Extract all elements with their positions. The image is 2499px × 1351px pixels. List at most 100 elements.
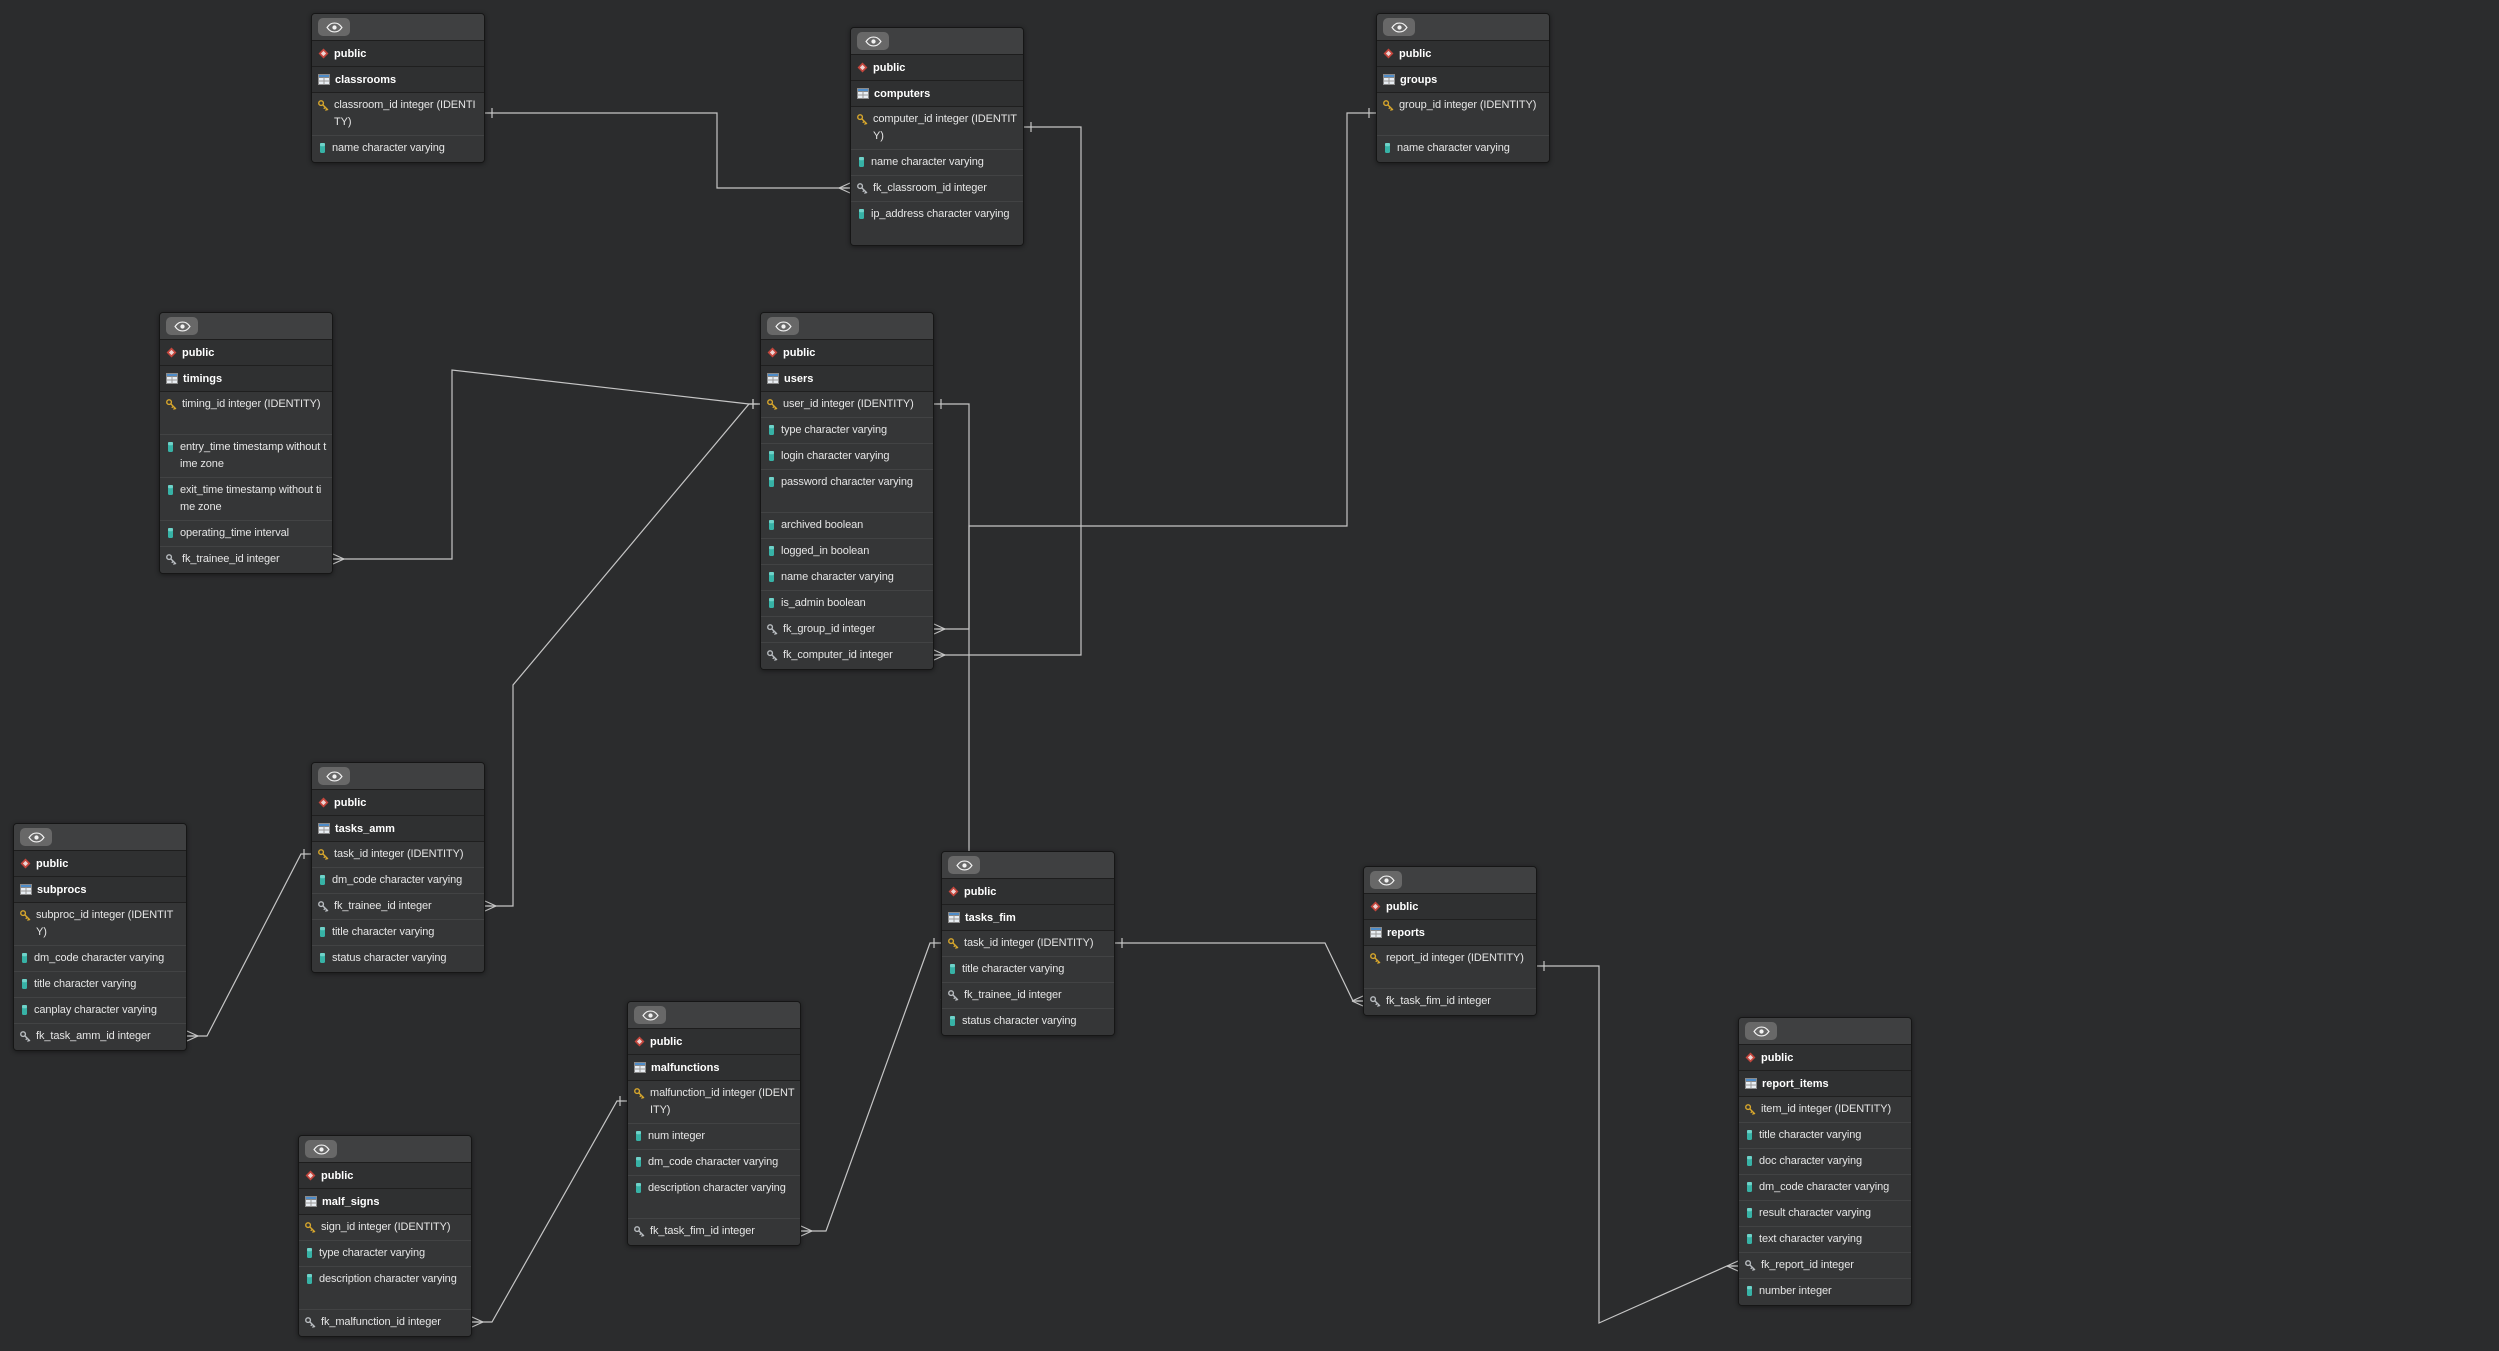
column-row: user_id integer (IDENTITY) [761, 392, 933, 418]
show-details-button[interactable] [1370, 871, 1402, 889]
column-row: status character varying [942, 1009, 1114, 1035]
many-marker [933, 649, 946, 656]
schema-name: public [650, 1035, 683, 1048]
relationship-line [1115, 942, 1363, 1002]
many-marker [186, 1030, 199, 1037]
column-icon [320, 953, 325, 963]
column-label: fk_group_id integer [783, 623, 876, 635]
primary-key-icon [318, 100, 329, 111]
column-row: name character varying [312, 136, 484, 162]
column-icon [859, 157, 864, 167]
table-icon [1383, 74, 1395, 85]
table-name-row: classrooms [312, 67, 484, 93]
primary-key-icon [767, 399, 778, 410]
column-label: fk_trainee_id integer [182, 553, 280, 565]
show-details-button[interactable] [634, 1006, 666, 1024]
column-label: classroom_id integer (IDENTITY) [334, 99, 476, 128]
show-details-button[interactable] [305, 1140, 337, 1158]
column-icon [320, 875, 325, 885]
schema-row: public [1377, 41, 1549, 67]
show-details-button[interactable] [767, 317, 799, 335]
table-icon [166, 373, 178, 384]
show-details-button[interactable] [20, 828, 52, 846]
show-details-button[interactable] [1383, 18, 1415, 36]
column-label: sign_id integer (IDENTITY) [321, 1221, 451, 1233]
column-row: type character varying [299, 1241, 471, 1267]
column-label: num integer [648, 1130, 705, 1142]
relationship-line [333, 369, 760, 560]
column-icon [1747, 1130, 1752, 1140]
eye-icon [864, 35, 882, 47]
column-row: archived boolean [761, 513, 933, 539]
many-marker [484, 900, 497, 907]
column-icon [769, 598, 774, 608]
foreign-key-icon [948, 990, 959, 1001]
column-row: password character varying [761, 470, 933, 513]
column-row: fk_report_id integer [1739, 1253, 1911, 1279]
column-label: title character varying [34, 978, 137, 990]
relationship-line [801, 942, 941, 1232]
column-label: user_id integer (IDENTITY) [783, 398, 914, 410]
node-toolbar [851, 28, 1023, 55]
show-details-button[interactable] [948, 856, 980, 874]
column-label: canplay character varying [34, 1004, 157, 1016]
schema-icon [1370, 901, 1381, 912]
many-marker [800, 1230, 813, 1237]
show-details-button[interactable] [166, 317, 198, 335]
schema-name: public [36, 857, 69, 870]
show-details-button[interactable] [1745, 1022, 1777, 1040]
table-node-malf_signs[interactable]: public malf_signs sign_id integer (IDENTIT… [298, 1135, 472, 1337]
column-icon [636, 1131, 641, 1141]
show-details-button[interactable] [318, 767, 350, 785]
table-name-row: reports [1364, 920, 1536, 946]
primary-key-icon [634, 1088, 645, 1099]
column-icon [1747, 1286, 1752, 1296]
schema-name: public [321, 1169, 354, 1182]
column-icon [320, 143, 325, 153]
foreign-key-icon [857, 183, 868, 194]
node-toolbar [1377, 14, 1549, 41]
column-row: fk_trainee_id integer [942, 983, 1114, 1009]
column-row: result character varying [1739, 1201, 1911, 1227]
eye-icon [774, 320, 792, 332]
many-marker [838, 187, 851, 194]
show-details-button[interactable] [318, 18, 350, 36]
column-label: logged_in boolean [781, 545, 870, 557]
node-toolbar [312, 14, 484, 41]
node-toolbar [761, 313, 933, 340]
column-label: group_id integer (IDENTITY) [1399, 99, 1537, 111]
primary-key-icon [857, 114, 868, 125]
column-label: fk_task_fim_id integer [650, 1225, 755, 1237]
column-row: description character varying [628, 1176, 800, 1219]
many-marker [933, 654, 946, 661]
table-name-row: malf_signs [299, 1189, 471, 1215]
column-row: doc character varying [1739, 1149, 1911, 1175]
show-details-button[interactable] [857, 32, 889, 50]
column-icon [1747, 1208, 1752, 1218]
column-row: title character varying [1739, 1123, 1911, 1149]
foreign-key-icon [20, 1031, 31, 1042]
column-label: status character varying [962, 1015, 1077, 1027]
schema-row: public [851, 55, 1023, 81]
node-toolbar [312, 763, 484, 790]
column-label: status character varying [332, 952, 447, 964]
relationship-line [934, 112, 1376, 630]
foreign-key-icon [767, 624, 778, 635]
eye-icon [1752, 1025, 1770, 1037]
column-icon [307, 1274, 312, 1284]
column-row: timing_id integer (IDENTITY) [160, 392, 332, 435]
column-row: fk_malfunction_id integer [299, 1310, 471, 1336]
